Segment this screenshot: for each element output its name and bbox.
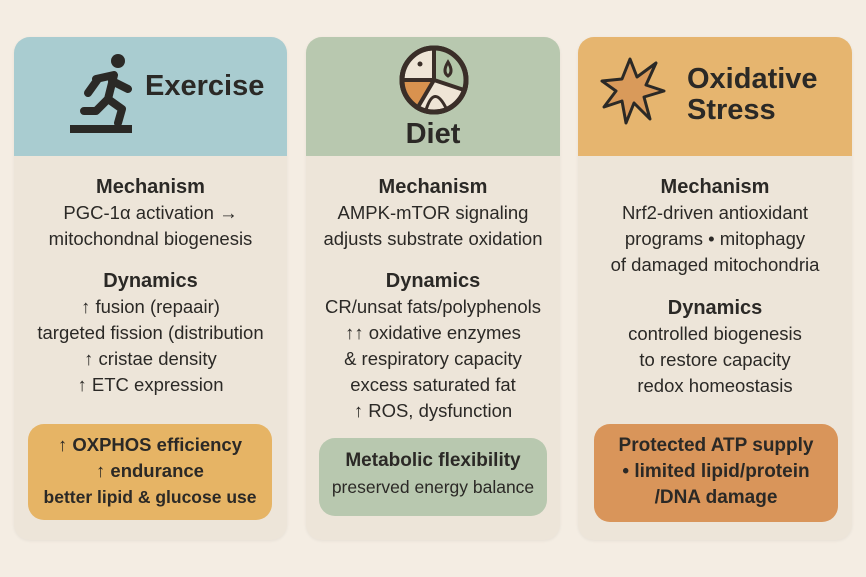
dynamics-line: ↑ cristae density: [84, 348, 217, 369]
outcome-line: /DNA damage: [654, 487, 778, 508]
dynamics-heading: Dynamics: [667, 297, 763, 319]
diet-dynamics: Dynamics CR/unsat fats/polyphenols ↑↑ ox…: [306, 268, 560, 424]
mechanism-line: adjusts substrate oxidation: [323, 228, 543, 249]
mechanism-line: AMPK-mTOR signaling: [337, 202, 529, 223]
dynamics-line: to restore capacity: [639, 349, 791, 370]
dynamics-heading: Dynamics: [103, 270, 198, 292]
diet-outcome-box: Metabolic flexibility preserved energy b…: [319, 438, 547, 516]
exercise-title: Exercise: [145, 70, 265, 102]
dynamics-line: CR/unsat fats/polyphenols: [325, 296, 541, 317]
mechanism-line: Nrf2-driven antioxidant: [621, 202, 809, 223]
diet-card: Diet Mechanism AMPK-mTOR signaling adjus…: [306, 37, 560, 540]
exercise-dynamics: Dynamics ↑ fusion (repaair) targeted fis…: [14, 268, 287, 398]
dynamics-line: targeted fission (distribution: [37, 322, 264, 343]
dynamics-line: excess saturated fat: [350, 374, 516, 395]
diet-mechanism: Mechanism AMPK-mTOR signaling adjusts su…: [306, 174, 560, 252]
dynamics-line: ↑ ROS, dysfunction: [353, 400, 513, 421]
mechanism-heading: Mechanism: [378, 176, 488, 198]
diet-title: Diet: [405, 118, 461, 150]
oxidative-stress-card: Oxidative Stress Mechanism Nrf2-driven a…: [578, 37, 852, 540]
dynamics-line: ↑ ETC expression: [77, 374, 224, 395]
oxidative-mechanism: Mechanism Nrf2-driven antioxidant progra…: [578, 174, 852, 278]
exercise-card: Exercise Mechanism PGC-1α activation → m…: [14, 37, 287, 540]
dynamics-line: redox homeostasis: [637, 375, 793, 396]
dynamics-line: controlled biogenesis: [628, 323, 802, 344]
exercise-outcome-box: ↑ OXPHOS efficiency ↑ endurance better l…: [28, 424, 272, 520]
dynamics-heading: Dynamics: [385, 270, 481, 292]
title-line: Oxidative: [687, 63, 818, 95]
exercise-mechanism: Mechanism PGC-1α activation → mitochondn…: [14, 174, 287, 252]
dynamics-line: ↑↑ oxidative enzymes: [345, 322, 521, 343]
outcome-line: • limited lipid/protein: [622, 461, 810, 482]
running-person-icon: [70, 54, 132, 133]
exercise-header: Exercise: [14, 37, 287, 156]
mechanism-line: PGC-1α activation →: [63, 202, 238, 223]
mechanism-line: of damaged mitochondria: [610, 254, 820, 275]
diet-plate-icon: [399, 45, 469, 115]
mechanism-line: mitochondnal biogenesis: [48, 228, 253, 249]
diet-header: Diet: [306, 37, 560, 156]
outcome-line: preserved energy balance: [331, 477, 535, 497]
oxidative-outcome-box: Protected ATP supply • limited lipid/pro…: [594, 424, 838, 522]
outcome-line: Metabolic flexibility: [345, 450, 521, 471]
mechanism-heading: Mechanism: [660, 176, 770, 198]
dynamics-line: & respiratory capacity: [344, 348, 522, 369]
outcome-line: ↑ OXPHOS efficiency: [57, 434, 243, 455]
mechanism-line: programs • mitophagy: [624, 228, 806, 249]
outcome-line: better lipid & glucose use: [43, 487, 257, 507]
oxidative-stress-header: Oxidative Stress: [578, 37, 852, 156]
title-line: Stress: [687, 94, 776, 126]
outcome-line: ↑ endurance: [96, 460, 204, 481]
starburst-icon: [600, 57, 666, 125]
mechanism-heading: Mechanism: [96, 176, 205, 198]
outcome-line: Protected ATP supply: [618, 435, 814, 456]
oxidative-stress-title: Oxidative Stress: [687, 64, 818, 126]
dynamics-line: ↑ fusion (repaair): [81, 296, 220, 317]
oxidative-dynamics: Dynamics controlled biogenesis to restor…: [578, 295, 852, 399]
